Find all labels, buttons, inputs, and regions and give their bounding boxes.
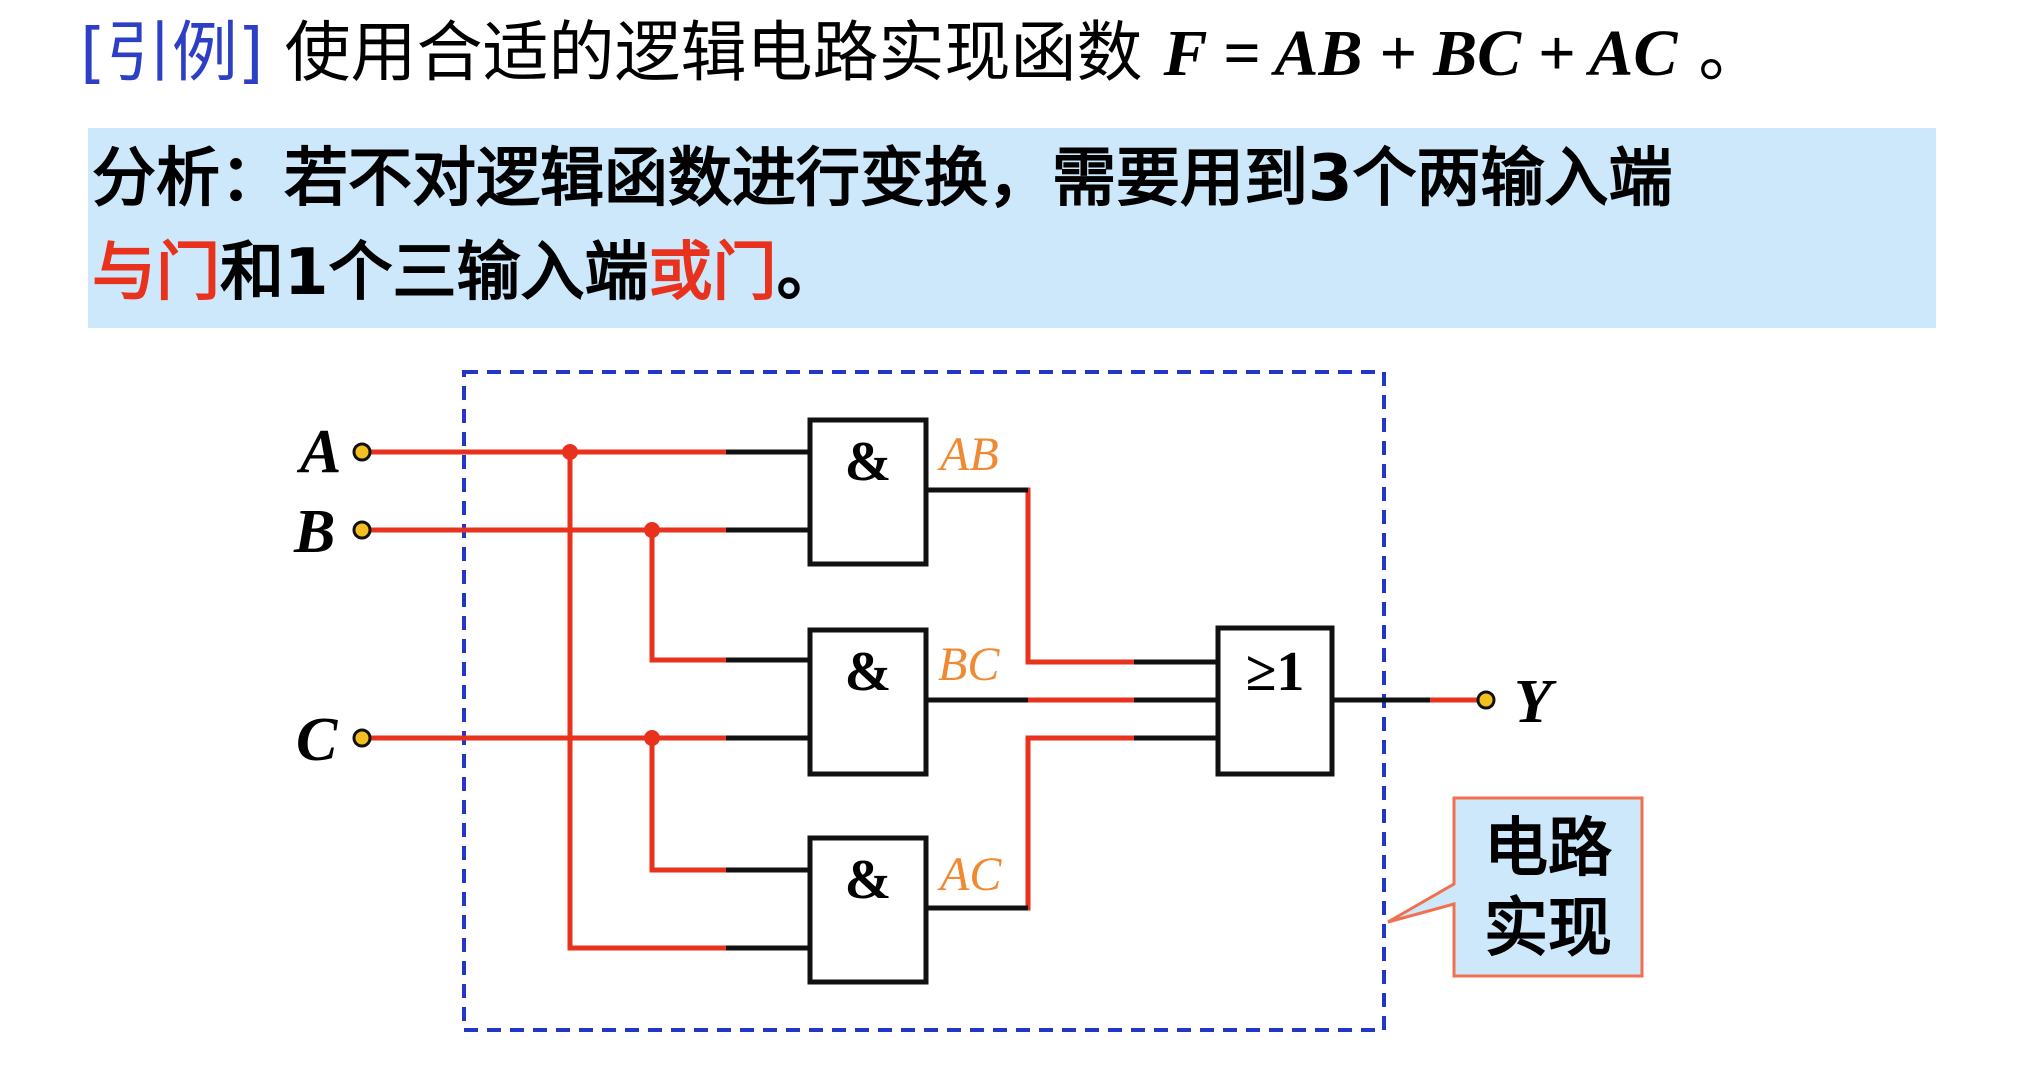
- junction-dot: [644, 730, 660, 746]
- gate-pins: [726, 449, 1430, 951]
- and-gate-phrase: 与门: [92, 236, 220, 310]
- example-tag: [引例]: [80, 14, 264, 91]
- junction-dot: [644, 522, 660, 538]
- and-gate-3: &: [807, 835, 929, 985]
- term-label-ab: AB: [937, 428, 999, 481]
- or-gate: ≥1: [1215, 625, 1335, 777]
- and-gate-2: &: [807, 627, 929, 777]
- callout-shape: [1387, 796, 1644, 978]
- and-gate-symbol: &: [845, 849, 892, 911]
- wire-b-branch: [649, 527, 729, 663]
- analysis-mid: 和1个三输入端: [220, 236, 649, 310]
- terminal-b: [352, 520, 372, 540]
- analysis-line-2: 与门和1个三输入端或门。: [92, 228, 841, 318]
- function-formula: F = AB + BC + AC: [1163, 17, 1678, 90]
- and-gate-body: [807, 417, 929, 567]
- wire-c-branch: [649, 735, 729, 873]
- wire-ac-out: [1025, 735, 1137, 911]
- or-gate-phrase: 或门: [648, 236, 777, 310]
- junction-dots: [562, 444, 660, 746]
- wire-a-branch: [567, 449, 729, 951]
- terminals: [352, 442, 1496, 748]
- callout-line-2: 实现: [1484, 892, 1612, 966]
- output-label-y: Y: [1514, 668, 1557, 736]
- term-label-bc: BC: [938, 638, 1000, 691]
- title-end: 。: [1698, 14, 1765, 91]
- junction-dot: [562, 444, 578, 460]
- slide-title: [引例] 使用合适的逻辑电路实现函数 F = AB + BC + AC 。: [80, 8, 1764, 99]
- input-label-c: C: [296, 706, 338, 774]
- terminal-c: [352, 728, 372, 748]
- title-text: 使用合适的逻辑电路实现函数: [284, 14, 1143, 91]
- analysis-line-1: 分析：若不对逻辑函数进行变换，需要用到3个两输入端: [92, 142, 1673, 216]
- red-wires: [357, 449, 1481, 951]
- or-gate-symbol: ≥1: [1246, 641, 1305, 703]
- input-label-b: B: [293, 498, 335, 566]
- analysis-box: 分析：若不对逻辑函数进行变换，需要用到3个两输入端 与门和1个三输入端或门。: [88, 128, 1936, 328]
- and-gate-symbol: &: [845, 431, 892, 493]
- and-gate-body: [807, 627, 929, 777]
- circuit-callout: 电路 实现: [1387, 796, 1644, 978]
- analysis-end: 。: [776, 236, 841, 310]
- or-gate-body: [1215, 625, 1335, 777]
- and-gate-1: &: [807, 417, 929, 567]
- term-label-ac: AC: [937, 848, 1002, 901]
- and-gate-symbol: &: [845, 641, 892, 703]
- wire-ab-out: [1025, 487, 1137, 665]
- and-gate-body: [807, 835, 929, 985]
- terminal-a: [352, 442, 372, 462]
- callout-line-1: 电路: [1484, 812, 1613, 886]
- terminal-y: [1476, 690, 1496, 710]
- input-label-a: A: [296, 418, 341, 486]
